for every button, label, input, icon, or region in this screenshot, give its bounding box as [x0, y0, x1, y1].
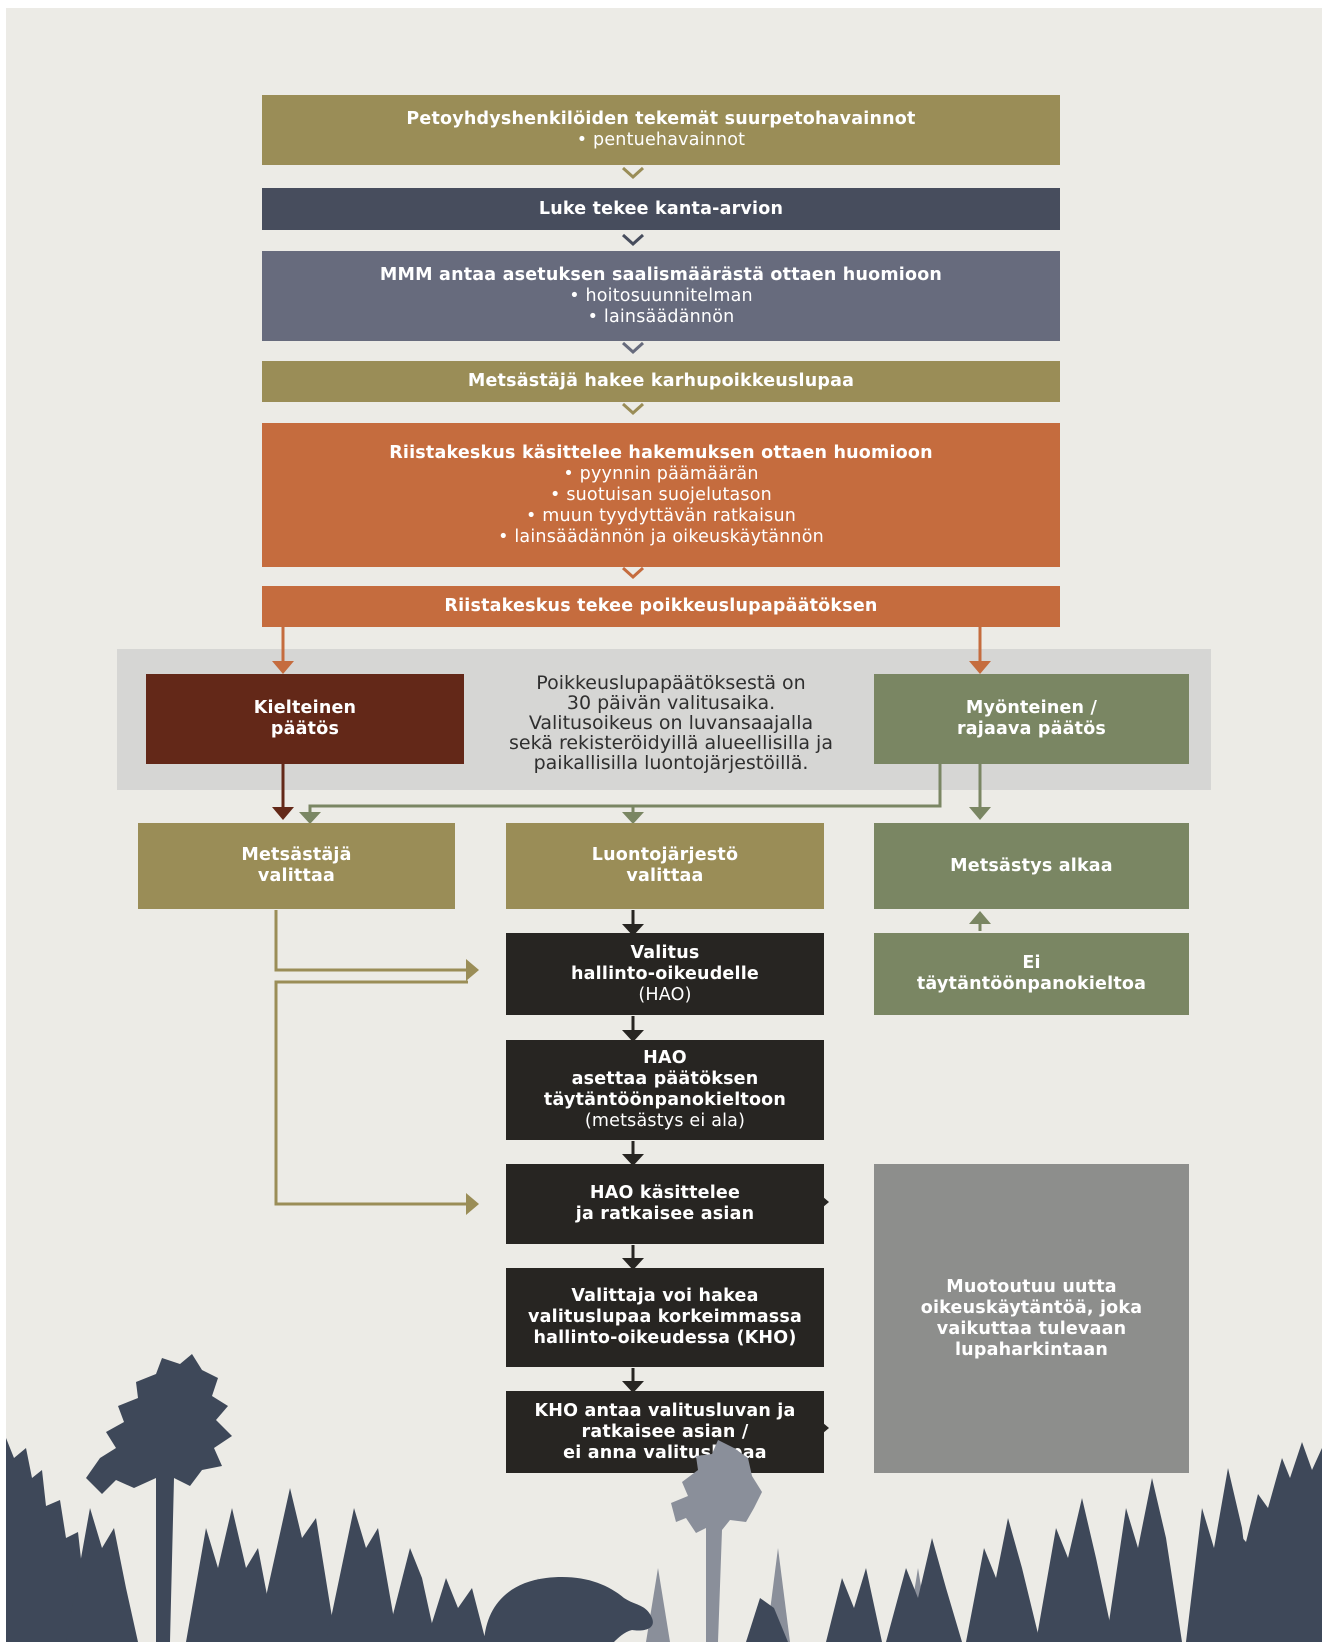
- arrow-b1-b2: [621, 166, 645, 180]
- box-line: • suotuisan suojelutason: [550, 484, 772, 505]
- arrow-b5-b6: [621, 566, 645, 580]
- box-line: • pentuehavainnot: [576, 130, 746, 150]
- box-title: Luke tekee kanta-arvion: [538, 198, 784, 219]
- box-title: Muotoutuu uutta oikeuskäytäntöä, joka va…: [920, 1276, 1143, 1360]
- connector-myonteinen-appeals: [308, 762, 942, 814]
- box-title: Petoyhdyshenkilöiden tekemät suurpetohav…: [406, 109, 916, 129]
- box-title: KHO antaa valitusluvan ja ratkaisee asia…: [534, 1400, 796, 1463]
- box-title: Metsästäjä hakee karhupoikkeuslupaa: [467, 371, 855, 391]
- box-metsastaja-valittaa: Metsästäjä valittaa: [138, 823, 455, 909]
- box-valittaja-kho: Valittaja voi hakea valituslupaa korkeim…: [506, 1268, 824, 1367]
- box-oikeuskaytanto: Muotoutuu uutta oikeuskäytäntöä, joka va…: [874, 1164, 1189, 1473]
- arrowhead: [622, 812, 644, 824]
- box-line: • lainsäädännön ja oikeuskäytännön: [498, 526, 824, 547]
- arrowhead: [969, 807, 991, 820]
- box-metsastaja-hakee: Metsästäjä hakee karhupoikkeuslupaa: [262, 361, 1060, 402]
- box-kho-ratkaisee: KHO antaa valitusluvan ja ratkaisee asia…: [506, 1391, 824, 1473]
- box-hao-kasittelee: HAO käsittelee ja ratkaisee asian: [506, 1164, 824, 1244]
- connector-valittaa-kasittelee: [274, 980, 468, 1206]
- box-title: Riistakeskus käsittelee hakemuksen ottae…: [389, 442, 933, 463]
- box-title: Luontojärjestö valittaa: [591, 845, 739, 886]
- box-title: Metsästäjä valittaa: [241, 845, 352, 886]
- box-luontojarjesto-valittaa: Luontojärjestö valittaa: [506, 823, 824, 909]
- connector-valittaa-valitus: [274, 910, 468, 972]
- arrow-b2-b3: [621, 233, 645, 247]
- arrow-b4-b5: [621, 402, 645, 416]
- box-title: Ei täytäntöönpanokieltoa: [916, 953, 1147, 994]
- box-title: Riistakeskus tekee poikkeuslupapäätöksen: [444, 596, 878, 616]
- box-valitus-hao: Valitus hallinto-oikeudelle (HAO): [506, 933, 824, 1015]
- box-line: • muun tyydyttävän ratkaisun: [525, 505, 797, 526]
- arrowhead: [299, 812, 321, 824]
- arrowhead: [622, 1030, 644, 1042]
- box-petoyhdyshenkilot: Petoyhdyshenkilöiden tekemät suurpetohav…: [262, 95, 1060, 165]
- box-title: Kielteinen päätös: [253, 698, 357, 739]
- arrowhead: [272, 807, 294, 820]
- box-title: MMM antaa asetuksen saalismäärästä ottae…: [379, 264, 943, 285]
- appeal-period-note: Poikkeuslupapäätöksestä on 30 päivän val…: [509, 672, 833, 774]
- arrowhead: [969, 911, 991, 924]
- flowchart-canvas: Petoyhdyshenkilöiden tekemät suurpetohav…: [6, 8, 1322, 1642]
- box-line: • lainsäädännön: [587, 306, 735, 327]
- box-title: Metsästys alkaa: [950, 855, 1113, 876]
- box-kielteinen-paatos: Kielteinen päätös: [146, 674, 464, 764]
- box-line: • hoitosuunnitelman: [569, 285, 753, 306]
- arrowhead: [466, 959, 479, 981]
- box-metsastys-alkaa: Metsästys alkaa: [874, 823, 1189, 909]
- box-line: • pyynnin päämäärän: [563, 463, 759, 484]
- box-riistakeskus-kasittelee: Riistakeskus käsittelee hakemuksen ottae…: [262, 423, 1060, 567]
- arrowhead: [622, 1258, 644, 1270]
- arrowhead: [969, 661, 991, 674]
- arrowhead: [272, 661, 294, 674]
- box-luke-kanta-arvio: Luke tekee kanta-arvion: [262, 188, 1060, 230]
- arrowhead: [622, 924, 644, 936]
- box-line: (metsästys ei ala): [584, 1111, 746, 1131]
- arrowhead: [622, 1381, 644, 1393]
- box-title: HAO asettaa päätöksen täytäntöönpanokiel…: [543, 1048, 787, 1110]
- box-line: (HAO): [638, 984, 692, 1005]
- box-title: Valitus hallinto-oikeudelle: [571, 942, 759, 984]
- box-title: Valittaja voi hakea valituslupaa korkeim…: [528, 1286, 802, 1348]
- arrowhead: [622, 1154, 644, 1166]
- box-riistakeskus-paatos: Riistakeskus tekee poikkeuslupapäätöksen: [262, 586, 1060, 627]
- box-title: HAO käsittelee ja ratkaisee asian: [575, 1183, 755, 1224]
- box-title: Myönteinen / rajaava päätös: [956, 698, 1107, 739]
- box-myonteinen-paatos: Myönteinen / rajaava päätös: [874, 674, 1189, 764]
- box-mmm-asetus: MMM antaa asetuksen saalismäärästä ottae…: [262, 251, 1060, 341]
- box-hao-taytantoonpanokielto: HAO asettaa päätöksen täytäntöönpanokiel…: [506, 1040, 824, 1140]
- arrow-b3-b4: [621, 341, 645, 355]
- arrowhead: [466, 1193, 479, 1215]
- box-ei-taytantoonpanokieltoa: Ei täytäntöönpanokieltoa: [874, 933, 1189, 1015]
